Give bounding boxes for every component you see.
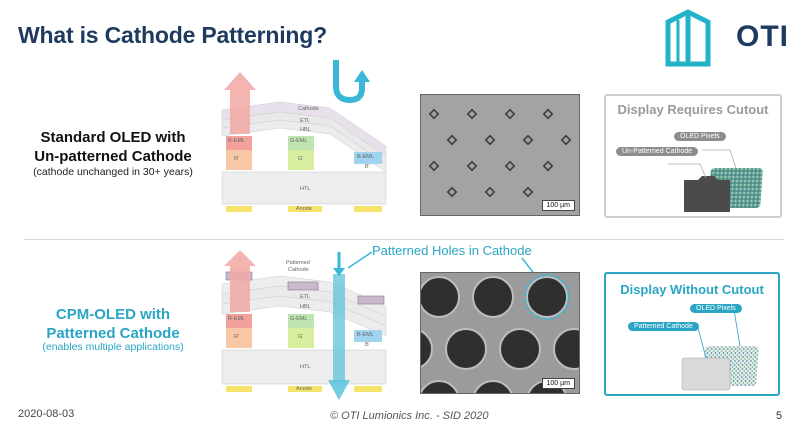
display-requires-cutout-panel: Display Requires Cutout OLED Pixels Un-P… [604,94,782,218]
cpm-heading-line1: CPM-OLED with [55,306,171,323]
cpm-stack-eml-g-label: G-EML [290,316,308,322]
cpm-cathode-micrograph: 100 µm [420,272,580,394]
cpm-stack-htl-label: HTL [300,364,311,370]
standard-oled-subtext: (cathode unchanged in 30+ years) [33,166,193,178]
footer-copyright: © OTI Lumionics Inc. - SID 2020 [330,410,489,422]
pill-oled-pixels-standard: OLED Pixels [674,132,726,141]
patterned-holes-label: Patterned Holes in Cathode [372,243,532,258]
stack-eml-g-label: G-EML [290,138,308,144]
cpm-stack-anode-label: Anode [296,386,312,392]
cpm-stack-svg [221,250,387,392]
footer-date: 2020-08-03 [18,408,75,420]
stack-cathode-label: Cathode [298,106,319,112]
section-divider [24,239,784,240]
transmitted-light-arrow-icon [328,252,350,400]
standard-stack-svg [221,72,387,212]
pill-oled-pixels-cpm: OLED Pixels [690,304,742,313]
standard-cathode-micrograph: 100 µm [420,94,580,216]
stack-hil-b-label: B' [365,164,370,170]
standard-oled-heading: Standard OLED with Un-patterned Cathode [24,128,202,166]
callout-line-icon [347,251,373,269]
cpm-stack-hil-b-label: B' [365,342,370,348]
standard-heading-line1: Standard OLED with [40,129,186,146]
unpatterned-dots-svg [428,108,572,198]
stack-anode-label: Anode [296,206,312,212]
pill-unpatterned-cathode: Un-Patterned Cathode [616,147,699,156]
cpm-stack-etl-label: ETL [300,294,311,300]
cpm-stack-hbl-label: HBL [300,304,311,310]
patterned-holes-svg [421,274,579,393]
cpm-stack-hil-g-label: G' [298,334,304,340]
panel-title-without-cutout: Display Without Cutout [620,282,764,297]
stack-patterned-cathode-label-2: Cathode [288,267,309,273]
cpm-scale-bar: 100 µm [541,378,575,389]
stack-hbl-label: HBL [300,127,311,133]
stack-hil-r-label: R' [234,156,240,162]
footer-page-number: 5 [776,410,783,422]
display-without-cutout-panel: Display Without Cutout OLED Pixels Patte… [604,272,780,396]
cpm-stack-eml-b-label: B-EML [357,332,374,338]
standard-heading-line2: Un-patterned Cathode [34,148,192,165]
slide-title: What is Cathode Patterning? [18,22,327,48]
logo-wordmark: OTI [736,20,789,53]
oti-logo-icon [665,9,711,67]
stack-eml-r-label: R-EML [228,138,246,144]
cutout-illustration-svg [668,149,763,212]
stack-etl-label: ETL [300,118,311,124]
reflected-light-arrow-icon [333,60,370,104]
cpm-stack-eml-r-label: R-EML [228,316,246,322]
cpm-oled-stack-diagram: Patterned Cathode ETL HBL R-EML G-EML B-… [220,250,388,395]
standard-scale-bar: 100 µm [541,200,575,211]
standard-oled-stack-diagram: Cathode ETL HBL R-EML G-EML B-EML R' G' … [220,72,388,214]
stack-hil-g-label: G' [298,156,304,162]
stack-htl-label: HTL [300,186,311,192]
stack-patterned-cathode-label-1: Patterned [286,260,310,266]
panel-title-requires-cutout: Display Requires Cutout [617,102,769,117]
cpm-oled-heading: CPM-OLED with Patterned Cathode [24,305,202,343]
cpm-oled-subtext: (enables multiple applications) [42,341,184,353]
no-cutout-illustration-svg [634,309,759,391]
pill-patterned-cathode: Patterned Cathode [628,322,699,331]
stack-eml-b-label: B-EML [357,154,374,160]
cpm-heading-line2: Patterned Cathode [46,325,180,342]
cpm-stack-hil-r-label: R' [234,334,240,340]
